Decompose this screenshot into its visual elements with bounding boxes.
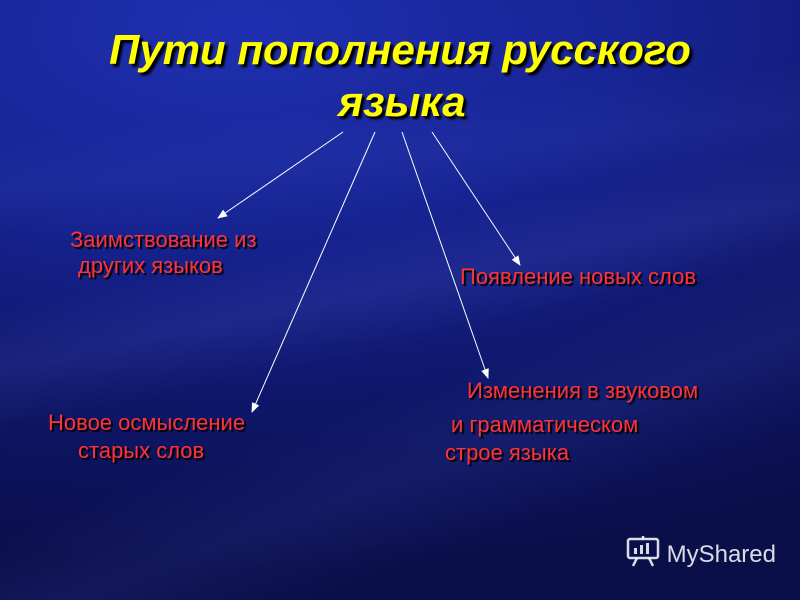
- arrow-to-borrowing: [217, 131, 344, 219]
- node-borrowing-line-2: других языков: [78, 253, 223, 278]
- title-line-1: Пути пополнения русского: [109, 26, 691, 73]
- presentation-icon: [625, 535, 661, 574]
- node-changes: Изменения в звуковом и грамматическом ст…: [445, 376, 698, 468]
- arrow-to-changes: [401, 131, 489, 379]
- node-changes-line-1: Изменения в звуковом: [467, 378, 699, 403]
- node-new-words-line-1: Появление новых слов: [460, 264, 697, 289]
- node-borrowing-line-1: Заимствование из: [70, 227, 257, 252]
- slide-title: Пути пополнения русского языка: [0, 24, 800, 128]
- node-rethinking: Новое осмысление старых слов: [48, 408, 245, 466]
- node-new-words: Появление новых слов: [460, 262, 696, 292]
- node-rethinking-line-1: Новое осмысление: [48, 410, 246, 435]
- watermark: MyShared: [625, 535, 776, 574]
- watermark-text: MyShared: [666, 540, 776, 568]
- title-line-2: языка: [338, 78, 466, 125]
- node-changes-line-3: строе языка: [445, 440, 570, 465]
- arrow-to-new-words: [431, 131, 521, 266]
- node-changes-line-2: и грамматическом: [451, 412, 639, 437]
- node-borrowing: Заимствование из других языков: [70, 225, 257, 281]
- node-rethinking-line-2: старых слов: [78, 438, 205, 463]
- arrow-to-rethinking: [251, 131, 376, 413]
